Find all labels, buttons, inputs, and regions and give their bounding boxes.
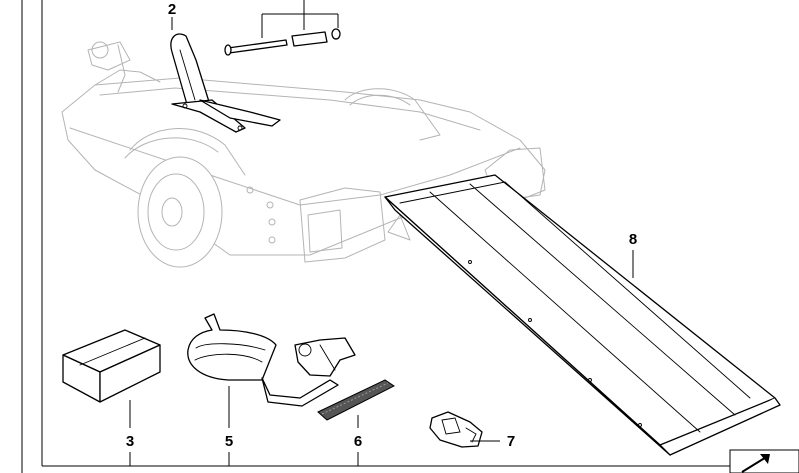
callout-5: 5 [225,433,233,450]
diagram-frame [21,0,799,473]
callout-8: 8 [629,231,637,248]
trailer-ghost [61,41,546,268]
storage-box [62,329,161,403]
callout-7: 7 [507,433,515,450]
leader-lines [129,17,634,466]
loading-ramp [384,174,781,456]
locking-pins [224,0,341,56]
grip-pad [317,379,395,421]
fastener-clip [429,411,483,448]
tie-down-strap [187,313,356,407]
callout-6: 6 [354,433,362,450]
wheel-chock-bracket [170,33,281,133]
callout-2: 2 [168,1,176,18]
callout-3: 3 [126,433,134,450]
diagonal-arrow-icon[interactable] [729,449,799,473]
